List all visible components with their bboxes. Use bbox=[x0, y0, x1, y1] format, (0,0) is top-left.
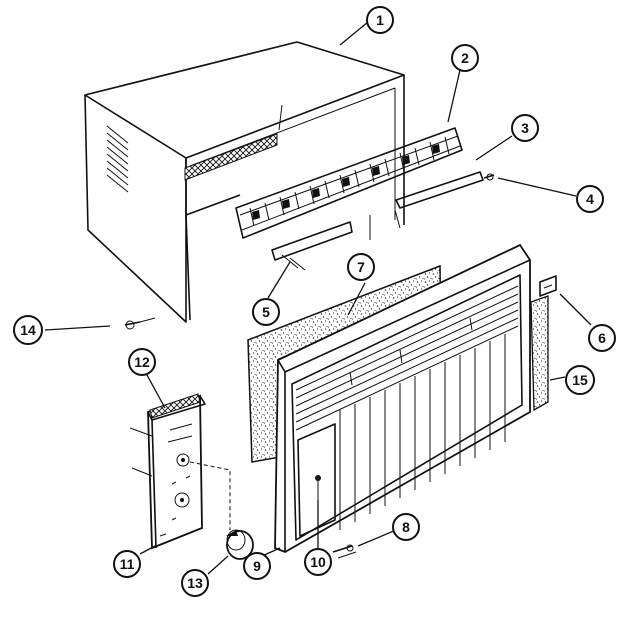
side-vents bbox=[106, 125, 129, 193]
svg-text:8: 8 bbox=[402, 519, 410, 535]
grille-vertical-slats bbox=[339, 334, 506, 530]
callout-8: 8 bbox=[392, 513, 420, 541]
svg-text:11: 11 bbox=[120, 556, 135, 572]
screw-small bbox=[332, 544, 357, 559]
callout-12: 12 bbox=[128, 348, 156, 376]
front-grille bbox=[274, 243, 531, 553]
cabinet bbox=[84, 41, 405, 323]
svg-text:3: 3 bbox=[521, 120, 529, 136]
callout-15: 15 bbox=[565, 365, 595, 395]
svg-text:2: 2 bbox=[461, 50, 469, 66]
callout-4: 4 bbox=[576, 185, 604, 213]
grille-bars bbox=[295, 285, 519, 431]
svg-text:10: 10 bbox=[310, 554, 326, 570]
side-gasket bbox=[530, 295, 549, 412]
mounting-screw bbox=[124, 317, 156, 330]
callout-14: 14 bbox=[13, 315, 43, 345]
callout-9: 9 bbox=[243, 552, 271, 580]
svg-text:7: 7 bbox=[357, 259, 365, 275]
svg-text:15: 15 bbox=[572, 372, 588, 388]
callout-2: 2 bbox=[451, 44, 479, 72]
leader-lines bbox=[44, 21, 592, 575]
svg-text:6: 6 bbox=[598, 330, 606, 346]
callout-3: 3 bbox=[511, 114, 539, 142]
control-knob bbox=[226, 529, 254, 560]
callout-5: 5 bbox=[252, 298, 280, 326]
louver-slats bbox=[249, 136, 450, 227]
svg-text:9: 9 bbox=[253, 558, 261, 574]
svg-text:14: 14 bbox=[20, 322, 36, 338]
svg-text:12: 12 bbox=[134, 354, 150, 370]
callout-7: 7 bbox=[347, 253, 375, 281]
callout-13: 13 bbox=[181, 569, 209, 597]
svg-text:1: 1 bbox=[376, 12, 384, 28]
callout-1: 1 bbox=[366, 6, 394, 34]
control-panel bbox=[129, 393, 231, 550]
svg-text:4: 4 bbox=[586, 191, 594, 207]
callout-11: 11 bbox=[113, 550, 141, 578]
svg-text:5: 5 bbox=[262, 304, 270, 320]
side-seal bbox=[539, 275, 557, 297]
louver-assembly bbox=[235, 127, 495, 271]
svg-text:13: 13 bbox=[187, 575, 203, 591]
callout-10: 10 bbox=[304, 548, 332, 576]
callout-6: 6 bbox=[588, 324, 616, 352]
